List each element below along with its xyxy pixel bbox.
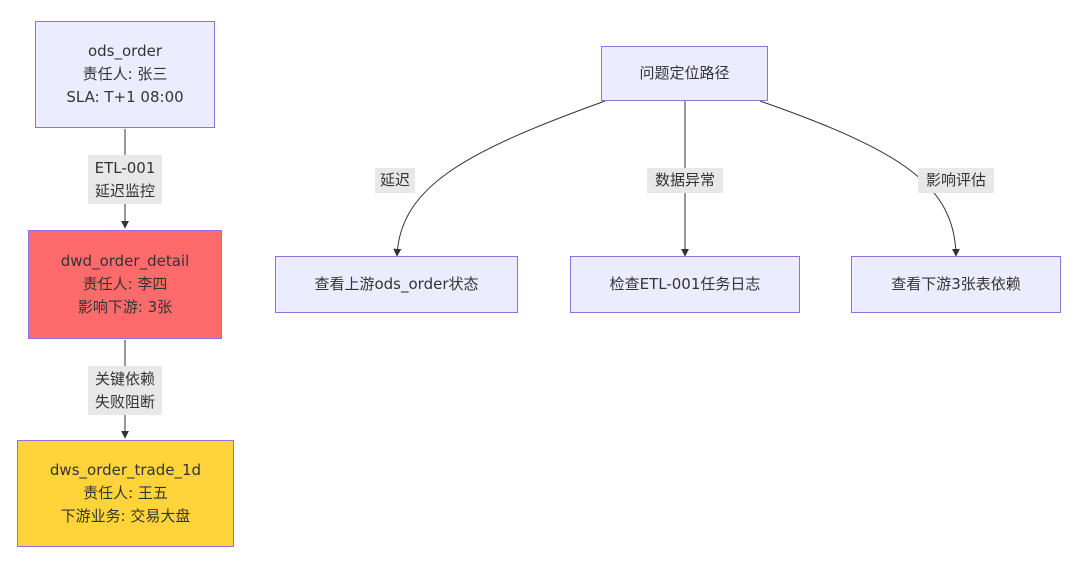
node-ods-order-sla: SLA: T+1 08:00 (66, 88, 184, 106)
edge-label-data-anomaly-text: 数据异常 (654, 171, 715, 189)
edge-label-critical-dependency-line2: 失败阻断 (94, 392, 155, 411)
node-check-etl-log-label: 检查ETL-001任务日志 (609, 275, 761, 293)
node-check-upstream: 查看上游ods_order状态 (275, 256, 518, 313)
node-dwd-order-detail-owner: 责任人: 李四 (82, 275, 168, 293)
node-ods-order-name: ods_order (87, 42, 162, 60)
edge-label-critical-dependency-line1: 关键依赖 (94, 369, 155, 388)
node-dwd-order-detail: dwd_order_detail 责任人: 李四 影响下游: 3张 (28, 230, 222, 339)
edge-label-data-anomaly: 数据异常 (647, 168, 723, 193)
node-check-downstream-label: 查看下游3张表依赖 (891, 275, 1021, 293)
edge-root-to-upstream (393, 100, 606, 257)
edge-label-impact-assessment: 影响评估 (918, 168, 994, 193)
node-ods-order-owner: 责任人: 张三 (82, 65, 168, 83)
edge-label-etl-001-line2: 延迟监控 (94, 181, 155, 200)
node-diagnosis-root: 问题定位路径 (601, 46, 768, 101)
node-check-upstream-label: 查看上游ods_order状态 (314, 275, 479, 293)
node-check-downstream: 查看下游3张表依赖 (851, 256, 1061, 313)
node-ods-order: ods_order 责任人: 张三 SLA: T+1 08:00 (35, 21, 215, 128)
edge-label-critical-dependency: 关键依赖 失败阻断 (88, 366, 162, 415)
node-dws-order-trade-1d-owner: 责任人: 王五 (83, 484, 168, 502)
node-diagnosis-root-label: 问题定位路径 (639, 64, 730, 82)
node-dws-order-trade-1d: dws_order_trade_1d 责任人: 王五 下游业务: 交易大盘 (17, 440, 234, 547)
edge-label-etl-001: ETL-001 延迟监控 (88, 155, 162, 204)
node-dws-order-trade-1d-name: dws_order_trade_1d (49, 461, 202, 479)
edge-label-delay-text: 延迟 (379, 171, 410, 189)
edge-label-impact-assessment-text: 影响评估 (925, 171, 986, 189)
node-dwd-order-detail-impact: 影响下游: 3张 (77, 298, 173, 316)
node-dwd-order-detail-name: dwd_order_detail (60, 252, 190, 270)
node-check-etl-log: 检查ETL-001任务日志 (570, 256, 800, 313)
node-dws-order-trade-1d-business: 下游业务: 交易大盘 (60, 507, 191, 525)
edge-label-etl-001-line1: ETL-001 (94, 158, 156, 177)
edge-label-delay: 延迟 (375, 168, 415, 193)
edge-root-to-downstream (759, 100, 960, 257)
